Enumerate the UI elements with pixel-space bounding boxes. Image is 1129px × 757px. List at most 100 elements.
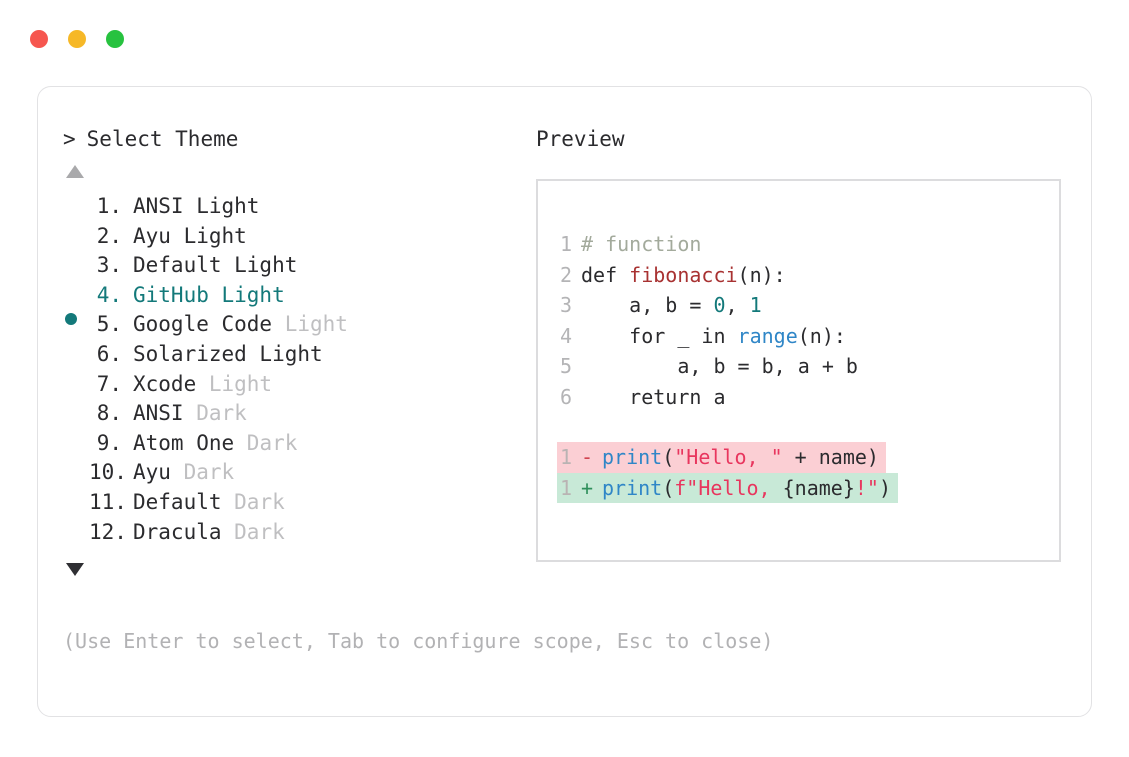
theme-list-item[interactable]: 4. GitHub Light <box>63 281 533 325</box>
code-token-number: 0 <box>713 293 726 317</box>
theme-item-variant: Light <box>284 312 348 337</box>
theme-item-index: 7. <box>96 371 122 396</box>
triangle-up-icon[interactable] <box>66 165 84 178</box>
code-token-string: f"Hello, <box>674 475 783 500</box>
theme-item-index: 9. <box>96 430 122 455</box>
diff-marker: + <box>581 475 594 500</box>
code-line: 1# function <box>557 229 1053 260</box>
code-token-plain: (n): <box>797 323 846 348</box>
code-token-number: 1 <box>749 293 762 317</box>
theme-item-label: Google Code <box>133 312 285 337</box>
line-number: 6 <box>559 384 572 409</box>
code-text: def fibonacci(n): <box>581 260 786 291</box>
code-token-builtin: range <box>737 323 798 348</box>
theme-item-label: Xcode <box>133 371 209 396</box>
code-token-plain: , <box>725 293 750 317</box>
code-text: for _ in range(n): <box>581 321 846 352</box>
diff-block: 1-print("Hello, " + name)1+print(f"Hello… <box>557 442 1053 503</box>
code-line: 2 def fibonacci(n): <box>557 260 1053 291</box>
code-token-comment: # function <box>581 232 702 256</box>
code-token-plain: {name} <box>782 475 855 500</box>
theme-list-item[interactable]: 5.Google Code Light <box>63 310 533 340</box>
code-line: 4 for _ in range(n): <box>557 321 1053 352</box>
theme-item-label: Dracula <box>133 519 235 544</box>
minimize-dot[interactable] <box>68 30 86 48</box>
code-token-builtin: print <box>602 475 663 500</box>
theme-item-label: Solarized Light <box>133 341 323 366</box>
theme-item-index: 10. <box>89 460 127 485</box>
theme-item-label: GitHub Light <box>133 282 285 307</box>
line-number: 5 <box>559 354 572 378</box>
diff-text: print("Hello, " + name) <box>602 442 879 473</box>
code-line: 6 return a <box>557 382 1053 413</box>
theme-list-item[interactable]: 6. Solarized Light <box>63 340 533 370</box>
theme-item-variant: Dark <box>196 401 247 426</box>
theme-item-label: Atom One <box>133 430 247 455</box>
theme-list-item[interactable]: 10.Ayu Dark <box>63 458 533 488</box>
code-token-plain: ( <box>662 445 675 469</box>
theme-item-label: ANSI Light <box>133 194 260 218</box>
window-controls <box>30 30 124 48</box>
theme-item-variant: Dark <box>246 430 298 455</box>
maximize-dot[interactable] <box>106 30 124 48</box>
code-text: # function <box>581 229 701 260</box>
diff-line-removed: 1-print("Hello, " + name) <box>557 442 886 473</box>
keyboard-hint: (Use Enter to select, Tab to configure s… <box>63 629 774 653</box>
code-token-plain: ) <box>878 475 892 500</box>
code-token-plain: return a <box>581 384 726 409</box>
code-text: a, b = b, a + b <box>581 351 858 382</box>
triangle-down-icon[interactable] <box>66 563 84 577</box>
code-token-keyword: def <box>581 262 630 287</box>
theme-item-index: 1. <box>96 194 122 218</box>
theme-item-label: ANSI <box>133 401 197 426</box>
theme-item-variant: Dark <box>234 519 285 544</box>
code-line: 3 a, b = 0, 1 <box>557 290 1053 321</box>
theme-list-item[interactable]: 11.Default Dark <box>63 488 533 518</box>
theme-list-item[interactable]: 7. Xcode Light <box>63 370 533 400</box>
code-token-plain: a, b = b, a + b <box>581 354 858 378</box>
code-token-string: !" <box>854 475 879 500</box>
code-token-plain: for _ in <box>581 323 738 348</box>
theme-list-item[interactable]: 8. ANSI Dark <box>63 399 533 429</box>
line-number: 4 <box>559 323 572 348</box>
code-token-plain: (n): <box>737 262 786 287</box>
code-token-string: "Hello, " <box>674 445 783 469</box>
code-token-builtin: print <box>602 445 663 469</box>
theme-item-variant: Light <box>208 371 273 396</box>
theme-item-variant: Dark <box>183 460 235 485</box>
theme-item-label: Default <box>133 489 235 514</box>
theme-item-index: 3. <box>96 253 122 278</box>
theme-item-index: 11. <box>89 489 127 514</box>
code-token-plain: ( <box>662 475 675 500</box>
code-text: return a <box>581 382 726 413</box>
theme-item-variant: Dark <box>234 489 285 514</box>
theme-list-item[interactable]: 2.Ayu Light <box>63 222 533 252</box>
page-title: Select Theme <box>86 127 239 151</box>
code-text: a, b = 0, 1 <box>581 290 762 321</box>
diff-line-number: 1 <box>559 445 572 469</box>
theme-list-item[interactable]: 1. ANSI Light <box>63 192 533 222</box>
code-token-func: fibonacci <box>629 262 738 287</box>
line-number: 2 <box>559 262 572 287</box>
close-dot[interactable] <box>30 30 48 48</box>
prompt-heading: > Select Theme <box>63 125 533 153</box>
theme-list-item[interactable]: 9. Atom One Dark <box>63 429 533 459</box>
theme-item-index: 12. <box>89 519 127 544</box>
theme-list-item[interactable]: 12.Dracula Dark <box>63 518 533 548</box>
prompt-symbol: > <box>63 127 76 151</box>
theme-item-index: 2. <box>96 223 122 248</box>
code-token-plain: a, b = <box>581 293 714 317</box>
diff-text: print(f"Hello, {name}!") <box>602 473 891 504</box>
theme-item-label: Ayu <box>133 460 184 485</box>
diff-marker: - <box>581 445 594 469</box>
theme-item-index: 6. <box>96 341 122 366</box>
theme-item-index: 8. <box>96 401 122 426</box>
theme-list-item[interactable]: 3.Default Light <box>63 251 533 281</box>
theme-item-index: 4. <box>96 282 122 307</box>
